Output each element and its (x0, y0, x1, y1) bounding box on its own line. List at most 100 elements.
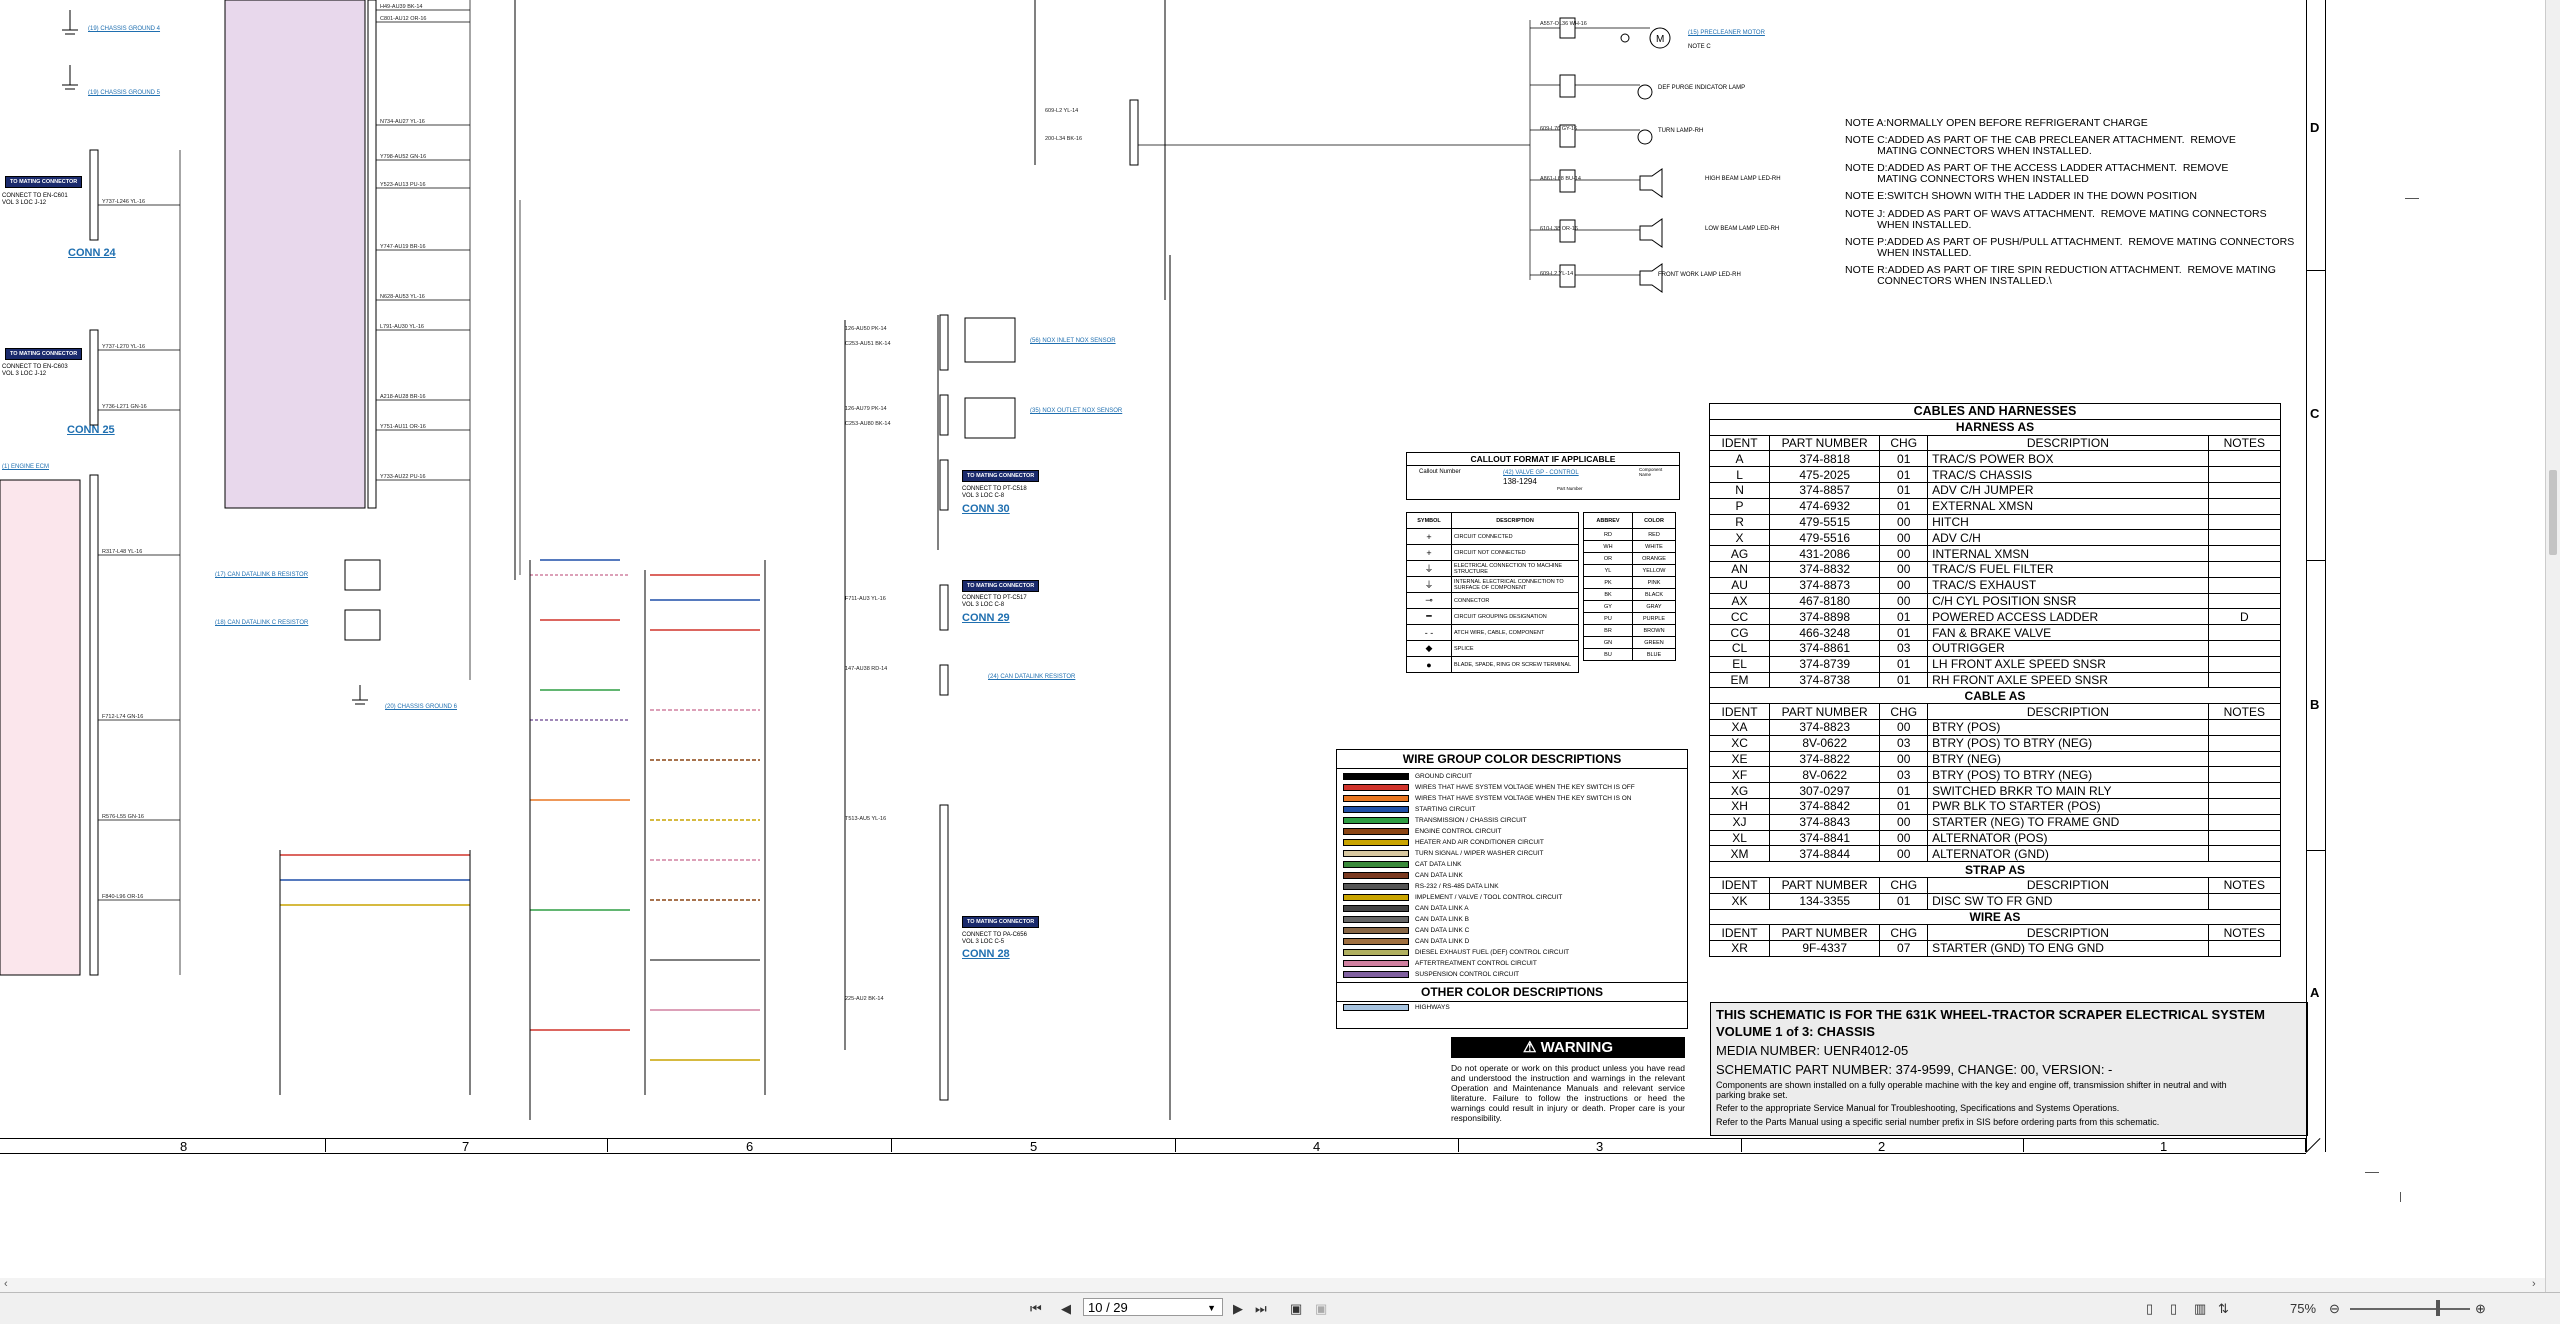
zone-column-3: 3 (1596, 1139, 1604, 1154)
first-page-icon[interactable]: ⏮ (1030, 1301, 1042, 1316)
table-cell: TRAC/S EXHAUST (1927, 576, 2209, 594)
table-cell (2207, 481, 2282, 499)
previous-page-icon[interactable]: ◀ (1061, 1301, 1071, 1316)
color-swatch (1343, 817, 1409, 824)
chassis-ground-4-link[interactable]: (19) CHASSIS GROUND 4 (88, 26, 161, 32)
wire-group-item: HEATER AND AIR CONDITIONER CIRCUIT (1337, 837, 1687, 848)
outlet-nox-link[interactable]: (35) NOX OUTLET NOX SENSOR (1030, 408, 1123, 414)
table-cell: 467-8180 (1769, 592, 1881, 610)
title-line6: Refer to the appropriate Service Manual … (1716, 1103, 2120, 1113)
table-cell: 431-2086 (1769, 545, 1881, 562)
table-cell: TRAC/S CHASSIS (1927, 466, 2209, 483)
rotate-view-icon[interactable]: ⇅ (2218, 1301, 2229, 1316)
table-cell: 134-3355 (1769, 892, 1881, 910)
can-c-resistor-link[interactable]: (18) CAN DATALINK C RESISTOR (215, 620, 309, 626)
horizontal-scrollbar[interactable]: ‹ › (0, 1278, 2545, 1293)
table-cell: 9F-4337 (1769, 940, 1881, 957)
zone-row-c: C (2310, 406, 2320, 421)
last-page-icon[interactable]: ⏭ (1255, 1301, 1267, 1316)
two-page-icon[interactable]: ▣ (1290, 1301, 1303, 1316)
title-line2: VOLUME 1 of 3: CHASSIS (1716, 1024, 1875, 1039)
continuous-view-icon[interactable]: ▯ (2170, 1301, 2178, 1316)
table-cell: 01 (1879, 466, 1929, 483)
symbol-row: ⏚ELECTRICAL CONNECTION TO MACHINE STRUCT… (1406, 560, 1579, 577)
warning-title: WARNING (1540, 1039, 1614, 1056)
precleaner-link[interactable]: (15) PRECLEANER MOTOR (1688, 30, 1765, 36)
can-b-resistor-link[interactable]: (17) CAN DATALINK B RESISTOR (215, 572, 309, 578)
engine-ecm-link[interactable]: (1) ENGINE ECM (2, 464, 50, 470)
conn29-label[interactable]: CONN 29 (962, 612, 1010, 624)
table-cell: 03 (1879, 734, 1929, 752)
symbol-icon: + (1406, 544, 1452, 561)
table-cell: ADV C/H (1927, 529, 2209, 547)
warning-text: Do not operate or work on this product u… (1451, 1063, 1685, 1123)
conn28-label[interactable]: CONN 28 (962, 948, 1010, 960)
symbol-row: +CIRCUIT CONNECTED (1406, 528, 1579, 545)
page-number-field[interactable]: 10 / 29▼ (1083, 1298, 1223, 1316)
color-swatch (1343, 883, 1409, 890)
conn24-label[interactable]: CONN 24 (68, 247, 116, 259)
chassis-ground-5-link[interactable]: (19) CHASSIS GROUND 5 (88, 90, 161, 96)
scroll-right-icon[interactable]: › (2532, 1278, 2536, 1290)
table-cell: P (1708, 497, 1771, 515)
vertical-scrollbar[interactable] (2545, 0, 2560, 1292)
zoom-slider-track[interactable] (2350, 1308, 2470, 1310)
next-page-icon[interactable]: ▶ (1233, 1301, 1243, 1316)
svg-text:200-L34 BK-16: 200-L34 BK-16 (1045, 136, 1082, 142)
title-block: THIS SCHEMATIC IS FOR THE 631K WHEEL-TRA… (1710, 1002, 2308, 1136)
color-header: COLOR (1632, 512, 1676, 529)
color-cell: RD (1583, 528, 1633, 541)
symbol-icon: ⊸ (1406, 592, 1452, 609)
table-cell: CL (1708, 639, 1771, 657)
callout-box: CALLOUT FORMAT IF APPLICABLE Callout Num… (1406, 452, 1680, 500)
wire-group-label: DIESEL EXHAUST FUEL (DEF) CONTROL CIRCUI… (1415, 949, 1570, 956)
table-cell: 03 (1879, 639, 1929, 657)
fit-page-icon[interactable]: ▣ (1315, 1301, 1328, 1316)
svg-text:Y737-L270 YL-16: Y737-L270 YL-16 (102, 344, 145, 350)
conn30-label[interactable]: CONN 30 (962, 503, 1010, 515)
table-cell: 374-8832 (1769, 560, 1881, 578)
other-colors-title: OTHER COLOR DESCRIPTIONS (1337, 982, 1687, 1002)
facing-view-icon[interactable]: ▥ (2194, 1301, 2207, 1316)
zoom-slider-thumb[interactable] (2436, 1300, 2440, 1316)
color-swatch (1343, 828, 1409, 835)
callout-example-link[interactable]: (42) VALVE GP - CONTROL (1503, 470, 1579, 476)
chevron-down-icon[interactable]: ▼ (1207, 1303, 1216, 1313)
desc-header: DESCRIPTION (1451, 512, 1579, 529)
title-line1: THIS SCHEMATIC IS FOR THE 631K WHEEL-TRA… (1716, 1007, 2265, 1022)
table-cell: LH FRONT AXLE SPEED SNSR (1927, 655, 2209, 673)
chassis-ground-6-link[interactable]: (20) CHASSIS GROUND 6 (385, 704, 458, 710)
color-cell: YL (1583, 564, 1633, 577)
table-cell (2207, 639, 2282, 657)
svg-text:R576-L55 GN-16: R576-L55 GN-16 (102, 814, 144, 820)
zoom-value[interactable]: 75% (2290, 1301, 2317, 1316)
table-cell: 374-8823 (1769, 718, 1881, 736)
table-cell: STARTER (GND) TO ENG GND (1927, 940, 2209, 957)
table-cell: AG (1708, 545, 1771, 562)
zoom-in-icon[interactable]: ⊕ (2475, 1301, 2486, 1316)
single-page-view-icon[interactable]: ▯ (2146, 1301, 2154, 1316)
zoom-out-icon[interactable]: ⊖ (2329, 1301, 2340, 1316)
table-cell: C/H CYL POSITION SNSR (1927, 592, 2209, 610)
table-cell: BTRY (POS) TO BTRY (NEG) (1927, 766, 2209, 784)
wire-group-legend: WIRE GROUP COLOR DESCRIPTIONS GROUND CIR… (1336, 749, 1688, 1029)
inlet-nox-link[interactable]: (56) NOX INLET NOX SENSOR (1030, 338, 1116, 344)
color-cell: ORANGE (1632, 552, 1676, 565)
can-resistor-link[interactable]: (24) CAN DATALINK RESISTOR (988, 674, 1076, 680)
scroll-left-icon[interactable]: ‹ (4, 1278, 8, 1290)
color-swatch (1343, 938, 1409, 945)
table-cell: XK (1708, 892, 1771, 910)
color-swatch (1343, 927, 1409, 934)
vertical-scroll-thumb[interactable] (2549, 470, 2557, 555)
conn25-label[interactable]: CONN 25 (67, 424, 115, 436)
wire-group-item: CAN DATA LINK C (1337, 925, 1687, 936)
symbol-icon: ⏚ (1406, 560, 1452, 577)
def-purge-label: DEF PURGE INDICATOR LAMP (1658, 85, 1746, 91)
wire-group-label: TRANSMISSION / CHASSIS CIRCUIT (1415, 817, 1527, 824)
